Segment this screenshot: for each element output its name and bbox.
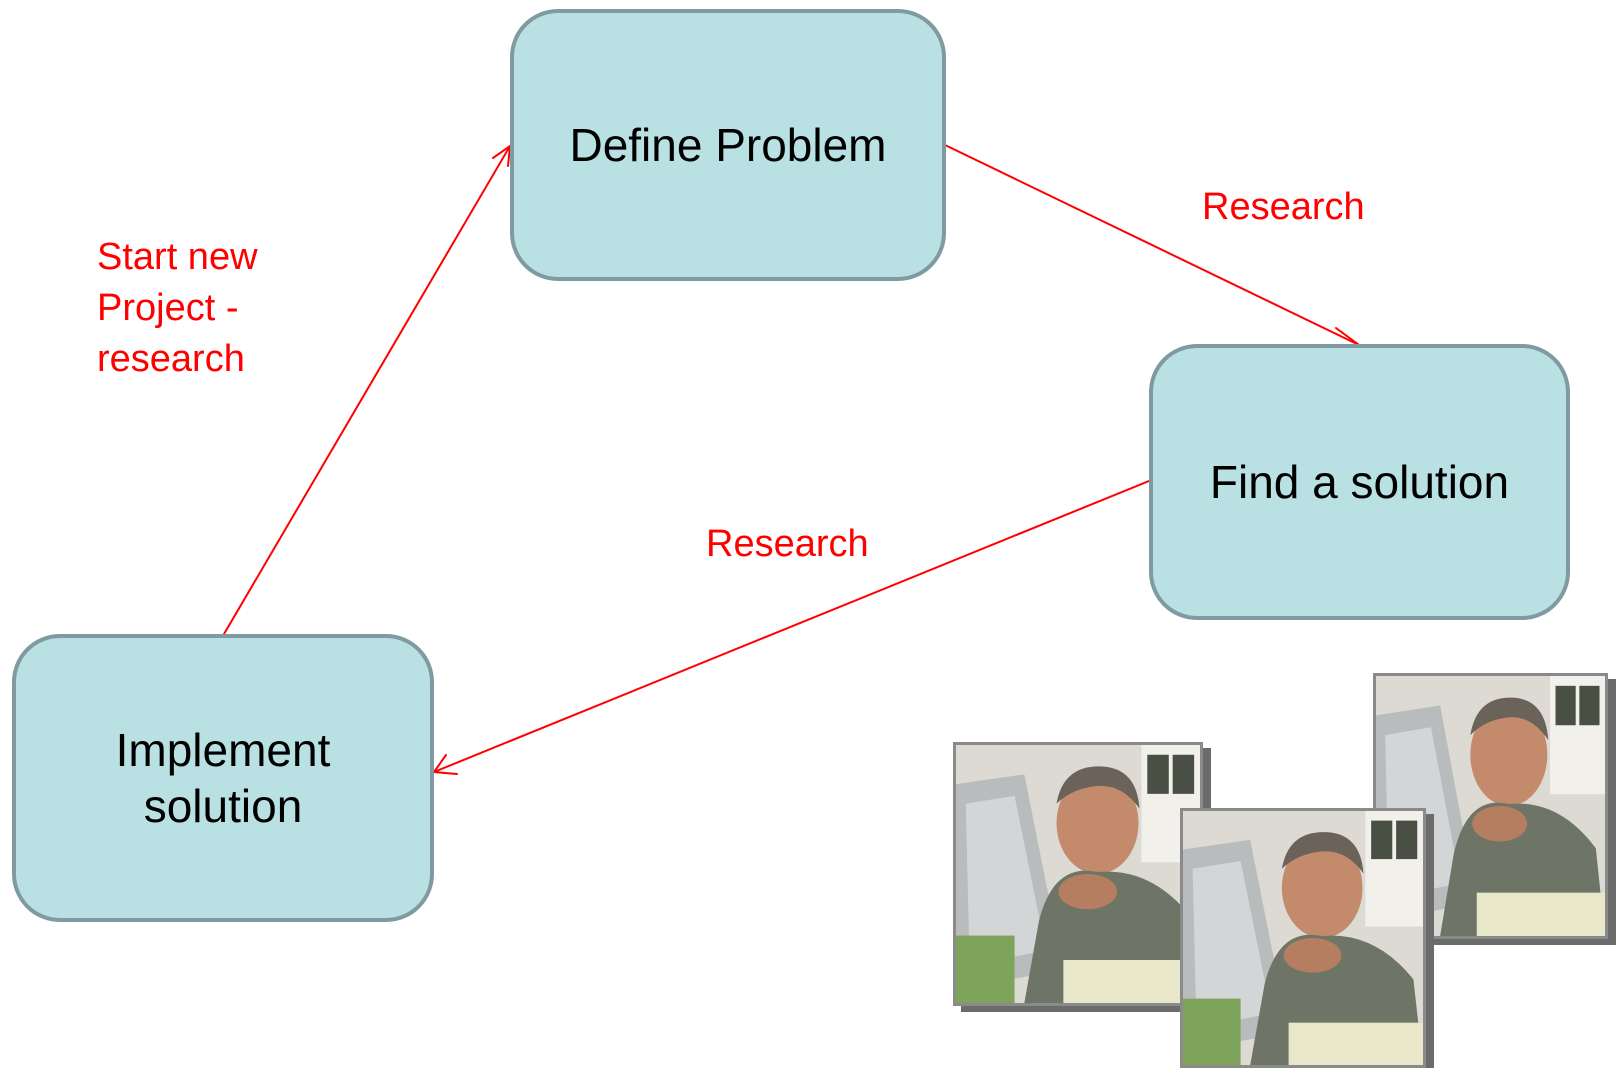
arrow-define-to-find [944, 144, 1360, 346]
node-implement-solution-label: Implement solution [115, 723, 331, 832]
node-define-problem: Define Problem [510, 9, 946, 281]
photo-man-at-laptop-3 [1180, 808, 1426, 1068]
edge-label-start-new-project: Start new Project - research [97, 236, 258, 380]
arrowhead-find-to-implement [432, 754, 458, 775]
node-find-a-solution-label: Find a solution [1209, 455, 1510, 508]
photo-man-at-laptop-illustration [1183, 811, 1423, 1065]
arrow-implement-to-define [223, 145, 511, 635]
node-implement-solution: Implement solution [12, 634, 434, 922]
node-define-problem-label: Define Problem [569, 118, 887, 171]
arrow-find-to-implement [433, 480, 1150, 773]
arrowhead-implement-to-define [492, 143, 512, 167]
photo-man-at-laptop-illustration [956, 745, 1200, 1003]
photo-man-at-laptop-1 [953, 742, 1203, 1006]
node-find-a-solution: Find a solution [1149, 344, 1570, 620]
edge-label-research-top: Research [1202, 186, 1365, 228]
edge-label-research-middle: Research [706, 523, 869, 565]
